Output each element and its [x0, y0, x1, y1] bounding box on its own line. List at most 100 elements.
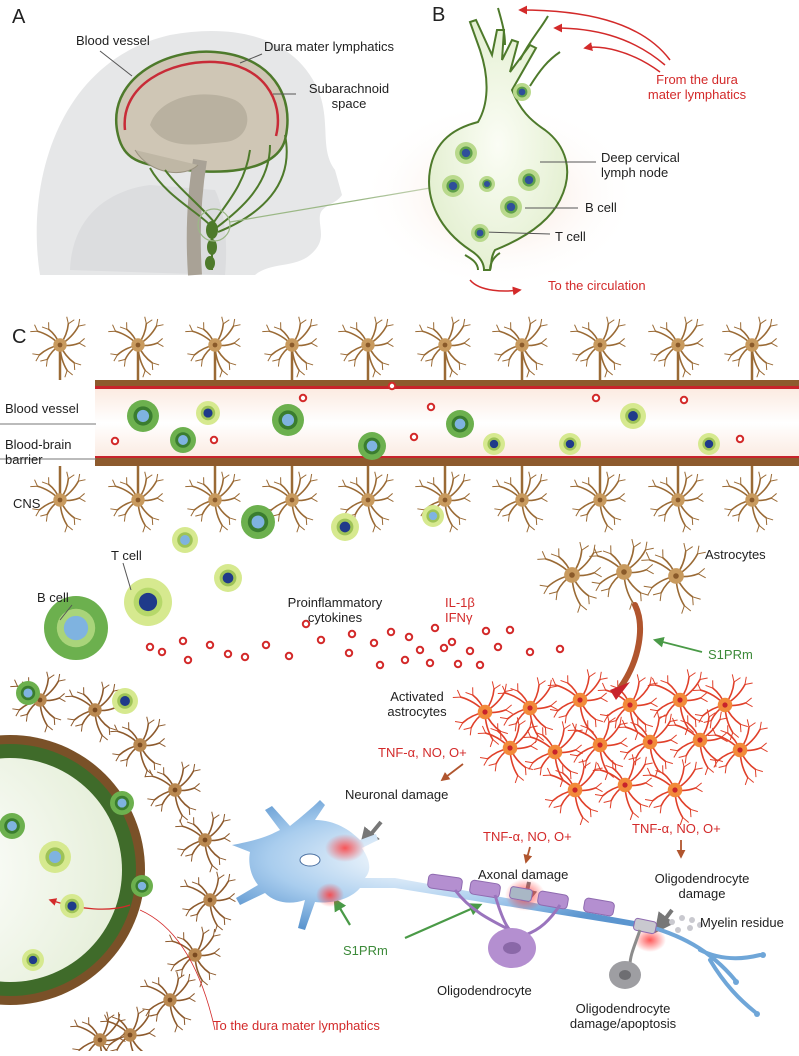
lymphocyte — [483, 433, 505, 455]
cytokine-dot — [417, 647, 423, 653]
astrocyte — [693, 674, 753, 740]
label-myelin-residue: Myelin residue — [700, 916, 784, 931]
cytokine-dot — [263, 642, 269, 648]
astrocyte — [648, 466, 703, 532]
cytokine-dot — [300, 395, 306, 401]
lymphocyte — [455, 142, 477, 164]
label-t-cell-c: T cell — [111, 549, 142, 564]
label-astrocytes: Astrocytes — [705, 548, 766, 563]
label-t-cell-panel-b: T cell — [555, 230, 586, 245]
astrocyte — [262, 317, 317, 380]
cytokine-dot — [147, 644, 153, 650]
panel-label-b: B — [432, 4, 445, 27]
lymphocyte — [39, 841, 71, 873]
lymphocyte — [131, 875, 153, 897]
astrocyte — [185, 466, 240, 532]
label-neuronal-damage: Neuronal damage — [345, 788, 448, 803]
cytokine-dot — [432, 625, 438, 631]
cytokine-dot — [286, 653, 292, 659]
cytokine-dot — [495, 644, 501, 650]
astrocyte — [110, 717, 165, 777]
astrocyte — [570, 466, 625, 532]
cytokine-dot — [377, 662, 383, 668]
astrocyte — [722, 317, 777, 380]
panel-label-a: A — [12, 6, 25, 29]
lymphocyte — [358, 432, 386, 460]
astrocyte — [708, 719, 768, 785]
label-to-circulation: To the circulation — [548, 279, 646, 294]
astrocyte — [180, 872, 235, 932]
astrocyte — [589, 539, 653, 610]
label-b-cell-c: B cell — [37, 591, 69, 606]
lymphocyte — [559, 433, 581, 455]
label-to-dura: To the dura mater lymphatics — [213, 1019, 380, 1034]
astrocyte — [548, 669, 608, 735]
lymphocyte — [471, 224, 489, 242]
cytokine-dot — [388, 629, 394, 635]
astrocyte — [185, 317, 240, 380]
astrocyte-group — [537, 539, 705, 614]
cytokine-dot — [371, 640, 377, 646]
cytokine-dot — [593, 395, 599, 401]
large-vessel-cross-section — [0, 735, 215, 1030]
lymphocyte — [110, 791, 134, 815]
astrocyte-row-top — [30, 317, 777, 380]
cytokine-dot — [467, 648, 473, 654]
cytokine-dot — [441, 645, 447, 651]
label-blood-vessel-a: Blood vessel — [76, 34, 150, 49]
lymphocyte — [16, 681, 40, 705]
lymphocyte — [127, 400, 159, 432]
cytokine-dot — [242, 654, 248, 660]
cytokine-dot — [346, 650, 352, 656]
lymphocyte — [500, 196, 522, 218]
label-oligodendrocyte: Oligodendrocyte — [437, 984, 532, 999]
cytokine-dot — [477, 662, 483, 668]
cytokine-dot — [180, 638, 186, 644]
label-s1prm-top: S1PRm — [708, 648, 753, 663]
lymphocyte — [620, 403, 646, 429]
astrocyte — [175, 812, 230, 872]
lymphocyte — [698, 433, 720, 455]
cytokine-dot — [681, 397, 687, 403]
cytokine-dot — [159, 649, 165, 655]
cytokine-dot — [225, 651, 231, 657]
cytokine-dot — [112, 438, 118, 444]
lymphocyte — [22, 949, 44, 971]
label-b-cell-panel-b: B cell — [585, 201, 617, 216]
lymphocyte — [331, 513, 359, 541]
cytokine-dot — [402, 657, 408, 663]
astrocyte — [145, 762, 200, 822]
label-s1prm-bottom: S1PRm — [343, 944, 388, 959]
cytokine-dot — [557, 646, 563, 652]
label-cns: CNS — [13, 497, 40, 512]
astrocyte — [492, 466, 547, 532]
panel-a-head — [37, 31, 430, 275]
astrocyte — [140, 972, 195, 1032]
label-tnf-2: TNF-α, NO, O+ — [483, 830, 572, 845]
lymphocyte — [170, 427, 196, 453]
lymphocyte — [442, 175, 464, 197]
astrocyte-row-bottom — [30, 466, 777, 532]
lymphocyte — [196, 401, 220, 425]
astrocyte — [415, 317, 470, 380]
label-blood-vessel-c: Blood vessel — [5, 402, 79, 417]
cytokine-dot — [211, 437, 217, 443]
lymphocyte — [0, 813, 25, 839]
panel-label-c: C — [12, 326, 26, 349]
label-dura-lymphatics: Dura mater lymphatics — [264, 40, 394, 55]
astrocyte — [415, 466, 470, 532]
lymphocyte — [479, 176, 495, 192]
astrocyte — [648, 317, 703, 380]
cytokine-dot — [449, 639, 455, 645]
astrocyte — [108, 466, 163, 532]
cytokine-dot — [455, 661, 461, 667]
lymphocyte — [172, 527, 198, 553]
